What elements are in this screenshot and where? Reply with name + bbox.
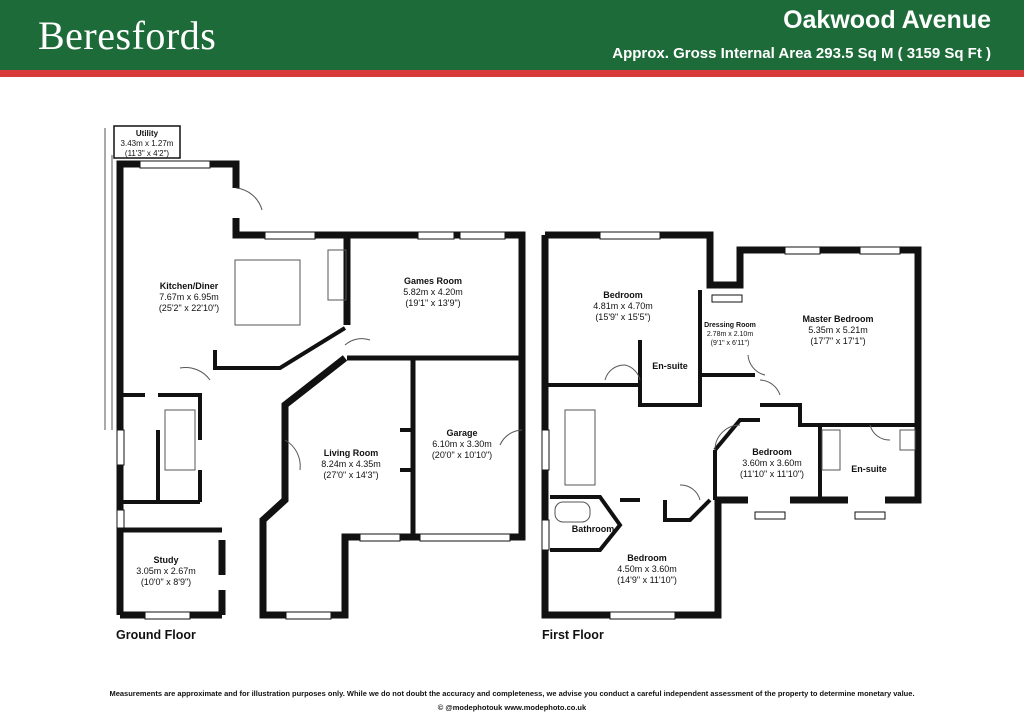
master-name: Master Bedroom [802,314,873,324]
utility-imperial: (11'3" x 4'2") [125,149,169,158]
ensuite2-name: En-suite [851,464,887,474]
master-metric: 5.35m x 5.21m [808,325,868,335]
bed3-imperial: (11'10" x 11'10") [740,469,804,479]
garage-metric: 6.10m x 3.30m [432,439,492,449]
kitchen-imperial: (25'2" x 22'10") [159,303,219,313]
disclaimer-text: Measurements are approximate and for ill… [109,689,915,698]
garage-imperial: (20'0" x 10'10") [432,450,492,460]
games-name: Games Room [404,276,462,286]
living-imperial: (27'0" x 14'3") [323,470,378,480]
utility-label-box [113,125,181,159]
living-metric: 8.24m x 4.35m [321,459,381,469]
bed4-name: Bedroom [627,553,667,563]
property-title: Oakwood Avenue [783,6,991,34]
living-name: Living Room [324,448,379,458]
garage-name: Garage [446,428,477,438]
dressing-name: Dressing Room [704,322,756,329]
ensuite1-name: En-suite [652,361,688,371]
dressing-metric: 2.78m x 2.10m [707,331,753,338]
first-floor-label: First Floor [542,628,604,642]
header-accent-stripe [0,70,1024,77]
first-floor-plan [541,231,922,619]
bathroom-name: Bathroom [572,524,615,534]
bed4-metric: 4.50m x 3.60m [617,564,677,574]
room-labels: Utility 3.43m x 1.27m (11'3" x 4'2") Kit… [121,129,887,587]
kitchen-name: Kitchen/Diner [160,281,219,291]
gross-internal-area: Approx. Gross Internal Area 293.5 Sq M (… [612,45,991,62]
bed3-metric: 3.60m x 3.60m [742,458,802,468]
bed4-imperial: (14'9" x 11'10") [617,575,677,585]
study-metric: 3.05m x 2.67m [136,566,196,576]
games-imperial: (19'1" x 13'9") [405,298,460,308]
bed1-imperial: (15'9" x 15'5") [595,312,650,322]
brand-logo: Beresfords [38,13,217,58]
ground-fixtures [104,128,523,471]
master-imperial: (17'7" x 17'1") [810,336,865,346]
study-name: Study [153,555,178,565]
first-fixtures [554,354,916,523]
bed3-name: Bedroom [752,447,792,457]
games-metric: 5.82m x 4.20m [403,287,463,297]
bed1-name: Bedroom [603,290,643,300]
study-imperial: (10'0" x 8'9") [141,577,191,587]
ground-floor-label: Ground Floor [116,628,196,642]
kitchen-metric: 7.67m x 6.95m [159,292,219,302]
utility-metric: 3.43m x 1.27m [121,139,174,148]
ground-windows [116,160,511,620]
dressing-imperial: (9'1" x 6'11") [711,340,750,347]
bed1-metric: 4.81m x 4.70m [593,301,653,311]
utility-name: Utility [136,129,159,138]
photo-credit: © @modephotouk www.modephoto.co.uk [437,703,587,712]
header-bar: Beresfords Oakwood Avenue Approx. Gross … [0,0,1024,70]
first-windows [541,231,901,620]
